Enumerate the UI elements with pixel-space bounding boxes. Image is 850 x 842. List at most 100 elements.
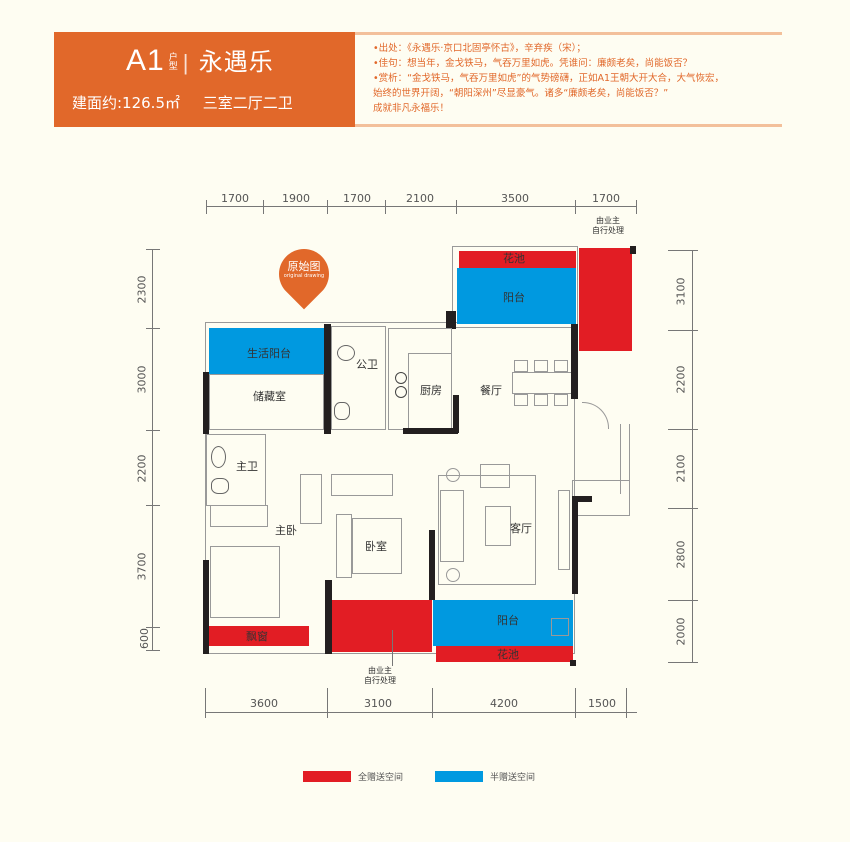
bay-window-label: 飘窗 xyxy=(246,630,268,643)
dim-left-3: 2200 xyxy=(135,454,149,483)
layout-text: 三室二厅二卫 xyxy=(202,94,293,112)
wardrobe xyxy=(331,474,393,496)
tick xyxy=(146,627,160,628)
service-balcony xyxy=(209,328,324,374)
wall xyxy=(325,580,332,654)
tick xyxy=(668,250,698,251)
kitchen-label: 厨房 xyxy=(420,384,442,397)
master-bath-label: 主卫 xyxy=(236,460,258,473)
wall xyxy=(203,560,209,654)
dimension-line-right xyxy=(692,250,693,662)
area-info: 建面约:126.5㎡ 三室二厅二卫 xyxy=(72,92,293,113)
wall xyxy=(203,372,209,434)
marker-sublabel: original drawing xyxy=(283,273,325,279)
description-line: •佳句：想当年，金戈铁马，气吞万里如虎。凭谁问：廉颇老矣，尚能饭否？ xyxy=(373,58,693,69)
dim-right-1: 3100 xyxy=(674,277,688,306)
stove-burner-icon xyxy=(395,372,407,384)
marker-label: 原始图 xyxy=(287,260,321,273)
bedroom-label: 卧室 xyxy=(365,540,387,553)
lamp-icon xyxy=(446,568,460,582)
stove-burner-icon xyxy=(395,386,407,398)
sink-icon xyxy=(211,478,229,494)
tick xyxy=(146,430,160,431)
tick xyxy=(668,600,698,601)
dim-left-4: 3700 xyxy=(135,552,149,581)
washer-icon xyxy=(551,618,569,636)
coffee-table xyxy=(485,506,511,546)
dim-bottom-4: 1500 xyxy=(588,697,616,710)
tick xyxy=(146,505,160,506)
description-box: •出处：《永遇乐·京口北固亭怀古》，辛弃疾（宋）； •佳句：想当年，金戈铁马，气… xyxy=(355,32,782,127)
wall xyxy=(446,311,456,329)
tick xyxy=(206,200,207,214)
toilet-icon xyxy=(211,446,226,468)
wall xyxy=(572,496,578,594)
garden-bottom xyxy=(436,646,573,662)
master-bedroom-label: 主卧 xyxy=(275,524,297,537)
chair xyxy=(554,360,568,372)
description-line: 始终的世界开阔，“朝阳深州”尽显豪气。诸多“廉颇老矣，尚能饭否？” xyxy=(373,88,669,99)
chair xyxy=(514,394,528,406)
wardrobe-vertical xyxy=(300,474,322,524)
balcony-bottom xyxy=(433,600,573,646)
living-rug xyxy=(438,475,536,585)
dimension-line-bottom xyxy=(205,712,637,713)
dim-bottom-2: 3100 xyxy=(364,697,392,710)
tick xyxy=(146,249,160,250)
legend-swatch-half-gift xyxy=(435,771,483,782)
dim-left-1: 2300 xyxy=(135,275,149,304)
dim-top-3: 1700 xyxy=(343,192,371,205)
area-text: 建面约:126.5㎡ xyxy=(72,94,180,112)
public-bath xyxy=(331,326,386,430)
wall xyxy=(429,530,435,600)
description-line: 成就非凡永福乐！ xyxy=(373,103,450,114)
tick xyxy=(146,328,160,329)
dim-top-6: 1700 xyxy=(592,192,620,205)
dim-top-1: 1700 xyxy=(221,192,249,205)
armchair xyxy=(480,464,510,488)
dim-top-4: 2100 xyxy=(406,192,434,205)
dim-left-2: 3000 xyxy=(135,365,149,394)
dimension-line-top xyxy=(206,206,636,207)
balcony-top-frame xyxy=(452,246,578,328)
owner-note-bottom: 由业主 自行处理 xyxy=(364,666,396,685)
chair xyxy=(534,394,548,406)
leader-line xyxy=(392,630,393,666)
master-bed xyxy=(210,546,280,618)
public-bath-label: 公卫 xyxy=(356,358,378,371)
wall xyxy=(403,428,458,434)
storage-room xyxy=(209,374,324,430)
dim-right-3: 2100 xyxy=(674,454,688,483)
model-code: A1 xyxy=(126,44,165,77)
wall xyxy=(630,246,636,254)
dining-table xyxy=(512,372,572,394)
living-label: 客厅 xyxy=(510,522,532,535)
headboard xyxy=(336,514,352,578)
garden-top-label: 花池 xyxy=(503,252,525,265)
chair xyxy=(534,360,548,372)
garden-top xyxy=(459,251,576,269)
dim-bottom-3: 4200 xyxy=(490,697,518,710)
description-line: •出处：《永遇乐·京口北固亭怀古》，辛弃疾（宋）； xyxy=(373,43,586,54)
dimension-line-left xyxy=(152,249,153,651)
dim-right-5: 2000 xyxy=(674,617,688,646)
service-balcony-label: 生活阳台 xyxy=(247,347,291,360)
tick xyxy=(327,200,328,214)
tick xyxy=(668,508,698,509)
dim-right-4: 2800 xyxy=(674,540,688,569)
tick xyxy=(385,200,386,214)
sink-icon xyxy=(334,402,350,420)
tick xyxy=(263,200,264,214)
wall xyxy=(324,324,331,434)
sofa xyxy=(440,490,464,562)
bay-window xyxy=(209,626,309,646)
balcony-top xyxy=(457,268,576,324)
wall xyxy=(572,496,592,502)
tick xyxy=(668,429,698,430)
chair xyxy=(554,394,568,406)
storage-label: 储藏室 xyxy=(253,390,286,403)
lamp-icon xyxy=(446,468,460,482)
owner-area-top xyxy=(579,248,632,351)
